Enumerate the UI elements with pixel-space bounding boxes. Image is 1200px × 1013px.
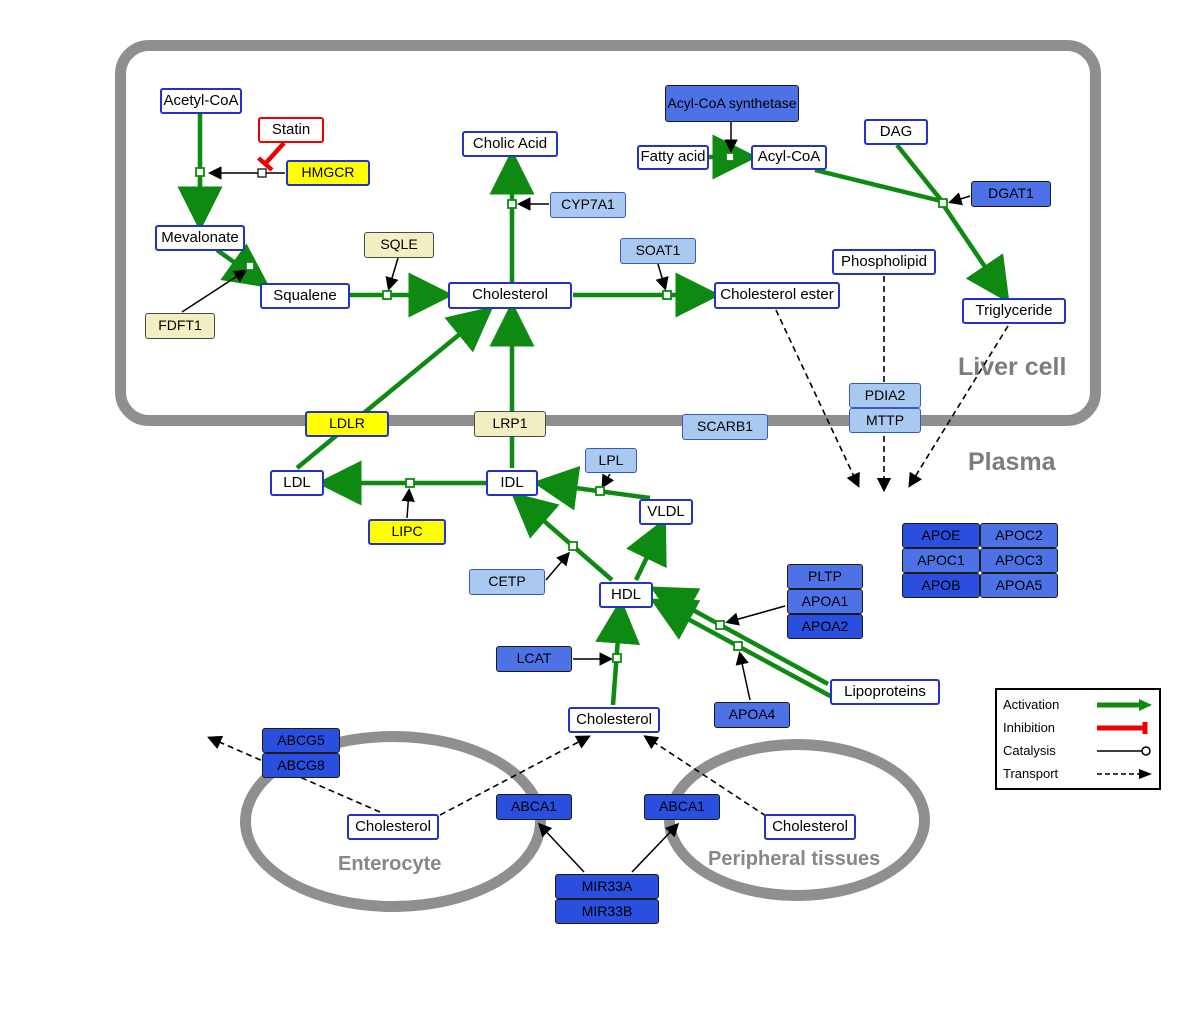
legend-transport-row: Transport [1003, 766, 1153, 782]
inhibition-tbar-icon [1097, 721, 1148, 734]
legend-activation-row: Activation [1003, 697, 1153, 713]
node-cholesterol-enterocyte[interactable]: Cholesterol [347, 814, 439, 840]
node-acyl-coa[interactable]: Acyl-CoA [751, 145, 827, 170]
peripheral-tissues-compartment [664, 739, 930, 901]
node-hdl[interactable]: HDL [599, 582, 653, 608]
node-cholesterol-plasma[interactable]: Cholesterol [568, 707, 660, 733]
node-idl[interactable]: IDL [486, 470, 538, 496]
enterocyte-compartment [240, 731, 546, 912]
peripheral-tissues-label: Peripheral tissues [708, 848, 881, 870]
node-lpl[interactable]: LPL [585, 448, 637, 473]
node-dag[interactable]: DAG [864, 119, 928, 145]
catalysis-circle-icon [1097, 745, 1151, 756]
node-cholic-acid[interactable]: Cholic Acid [462, 131, 558, 157]
node-cyp7a1[interactable]: CYP7A1 [550, 192, 626, 218]
activation-arrow-icon [1097, 698, 1152, 711]
liver-cell-label: Liver cell [958, 353, 1067, 381]
node-apoa2[interactable]: APOA2 [787, 614, 863, 639]
node-pdia2[interactable]: PDIA2 [849, 383, 921, 408]
node-lipc[interactable]: LIPC [368, 519, 446, 545]
node-soat1[interactable]: SOAT1 [620, 238, 696, 264]
node-ldl[interactable]: LDL [270, 470, 324, 496]
node-dgat1[interactable]: DGAT1 [971, 181, 1051, 207]
node-apoe[interactable]: APOE [902, 523, 980, 548]
node-mttp[interactable]: MTTP [849, 408, 921, 433]
node-mir33a[interactable]: MIR33A [555, 874, 659, 899]
legend: Activation Inhibition Catalysis Transpor… [995, 688, 1161, 790]
legend-catalysis-row: Catalysis [1003, 743, 1153, 759]
node-fatty-acid[interactable]: Fatty acid [637, 145, 709, 170]
node-statin[interactable]: Statin [258, 117, 324, 143]
node-ldlr[interactable]: LDLR [305, 411, 389, 437]
node-fdft1[interactable]: FDFT1 [145, 313, 215, 339]
node-abcg5[interactable]: ABCG5 [262, 728, 340, 753]
node-mevalonate[interactable]: Mevalonate [155, 225, 245, 251]
node-lipoproteins[interactable]: Lipoproteins [830, 679, 940, 705]
node-vldl[interactable]: VLDL [639, 499, 693, 525]
legend-inhibition-row: Inhibition [1003, 720, 1153, 736]
node-mir33b[interactable]: MIR33B [555, 899, 659, 924]
node-abcg8[interactable]: ABCG8 [262, 753, 340, 778]
legend-inhibition-label: Inhibition [1003, 720, 1056, 735]
node-cholesterol-ester[interactable]: Cholesterol ester [714, 282, 840, 309]
node-apoc2[interactable]: APOC2 [980, 523, 1058, 548]
node-apoa4[interactable]: APOA4 [714, 702, 790, 728]
node-scarb1[interactable]: SCARB1 [682, 414, 768, 440]
transport-dashed-arrow-icon [1097, 768, 1152, 779]
node-sqle[interactable]: SQLE [364, 232, 434, 258]
node-pltp[interactable]: PLTP [787, 564, 863, 589]
enterocyte-label: Enterocyte [338, 853, 442, 875]
node-acetyl-coa[interactable]: Acetyl-CoA [160, 88, 242, 114]
node-cetp[interactable]: CETP [469, 569, 545, 595]
node-cholesterol-liver[interactable]: Cholesterol [448, 282, 572, 309]
node-abca1-right[interactable]: ABCA1 [644, 794, 720, 820]
node-phospholipid[interactable]: Phospholipid [832, 249, 936, 275]
node-cholesterol-peripheral[interactable]: Cholesterol [764, 814, 856, 840]
node-acyl-coa-synthetase[interactable]: Acyl-CoA synthetase [665, 85, 799, 122]
node-apoa5[interactable]: APOA5 [980, 573, 1058, 598]
plasma-label: Plasma [968, 448, 1056, 476]
node-triglyceride[interactable]: Triglyceride [962, 298, 1066, 324]
node-apoc3[interactable]: APOC3 [980, 548, 1058, 573]
node-apob[interactable]: APOB [902, 573, 980, 598]
node-hmgcr[interactable]: HMGCR [286, 160, 370, 186]
liver-cell-compartment [115, 40, 1101, 426]
node-lcat[interactable]: LCAT [496, 646, 572, 672]
node-apoc1[interactable]: APOC1 [902, 548, 980, 573]
node-squalene[interactable]: Squalene [260, 283, 350, 309]
node-lrp1[interactable]: LRP1 [474, 411, 546, 437]
legend-catalysis-label: Catalysis [1003, 743, 1056, 758]
legend-transport-label: Transport [1003, 766, 1059, 781]
node-apoa1[interactable]: APOA1 [787, 589, 863, 614]
node-abca1-left[interactable]: ABCA1 [496, 794, 572, 820]
legend-activation-label: Activation [1003, 697, 1060, 712]
